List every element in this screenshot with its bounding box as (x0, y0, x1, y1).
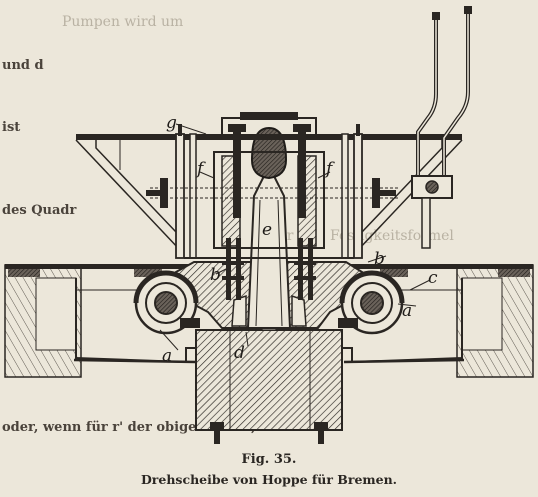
label-b-left: b (210, 265, 221, 285)
label-g: g (166, 113, 177, 133)
label-b-right: b (374, 249, 385, 269)
bleed-text-1: und d (2, 58, 44, 73)
label-a-left: a (162, 346, 172, 366)
bleed-text-3: des Quadr (2, 203, 77, 218)
label-a-right: a (402, 301, 412, 321)
label-f-left: f (195, 159, 206, 179)
operating-lever (411, 6, 472, 249)
bleed-text-2: ist (2, 120, 21, 135)
label-e: e (262, 220, 272, 240)
figure-number: Fig. 35. (241, 452, 297, 467)
figure-caption: Drehscheibe von Hoppe für Bremen. (140, 472, 398, 487)
masonry-right (456, 264, 534, 378)
part-labels: g f f e b b c a a d (162, 113, 438, 366)
platform-frame (75, 124, 463, 259)
label-f-right: f (324, 159, 335, 179)
masonry-left (4, 264, 82, 378)
bolts-b (222, 238, 316, 300)
pivot-column-e (246, 175, 292, 329)
wheel-left (133, 270, 200, 335)
label-c: c (428, 268, 438, 288)
label-d: d (234, 343, 245, 363)
ghost-text-top: Pumpen wird um (62, 14, 184, 30)
wheel-right (338, 270, 405, 335)
leader-lines (159, 123, 431, 351)
foundation-block-d (195, 329, 343, 444)
